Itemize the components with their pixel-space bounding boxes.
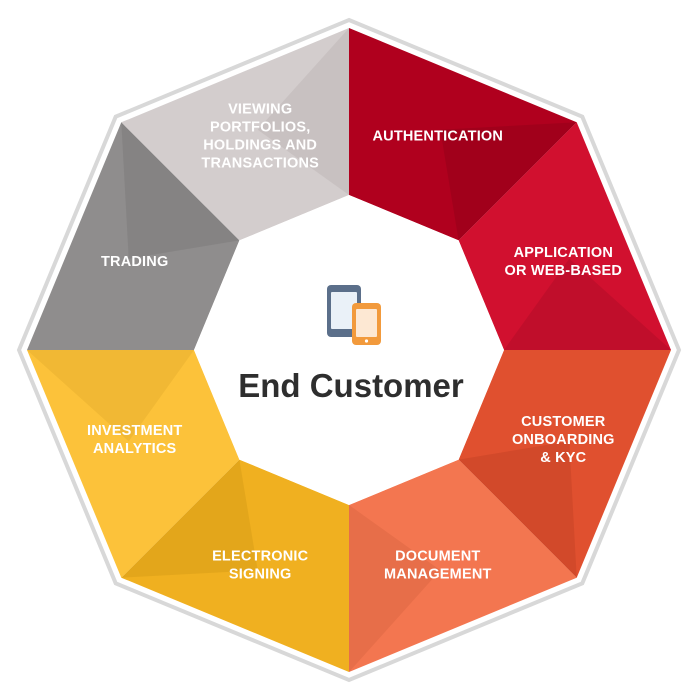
segment-label-analytics: INVESTMENT ANALYTICS — [87, 423, 182, 457]
segment-onboarding-shade — [458, 441, 577, 578]
segment-onboarding — [458, 350, 671, 578]
segment-label-line: CUSTOMER — [521, 414, 606, 430]
segment-trading — [27, 122, 240, 350]
segment-application-shade — [504, 258, 671, 350]
segment-viewing — [121, 28, 349, 241]
segment-label-viewing: VIEWING PORTFOLIOS, HOLDINGS AND TRANSACTIO… — [201, 102, 319, 172]
segment-label-line: ANALYTICS — [93, 441, 177, 457]
segment-authentication-shade — [440, 122, 577, 241]
segment-label-line: ONBOARDING — [512, 432, 615, 448]
segment-viewing-shade — [257, 28, 349, 195]
segment-label-line: AUTHENTICATION — [372, 129, 503, 145]
segment-application — [458, 122, 671, 350]
segment-label-line: HOLDINGS AND — [203, 138, 317, 154]
segment-document-shade — [349, 505, 441, 672]
segment-label-line: TRANSACTIONS — [201, 156, 319, 172]
mobile-devices-icon — [327, 285, 381, 345]
segment-label-onboarding: CUSTOMER ONBOARDING & KYC — [512, 414, 615, 466]
segment-viewing-fill — [121, 28, 349, 241]
segment-signing — [121, 459, 349, 672]
segment-label-line: TRADING — [101, 254, 168, 270]
segment-label-line: INVESTMENT — [87, 423, 182, 439]
segment-label-line: SIGNING — [229, 566, 292, 582]
segment-analytics — [27, 350, 240, 578]
segment-analytics-shade — [27, 350, 194, 442]
segment-trading-shade — [121, 122, 240, 259]
segment-label-application: APPLICATION OR WEB-BASED — [505, 245, 623, 279]
segment-label-document: DOCUMENT MANAGEMENT — [384, 548, 492, 582]
segment-label-line: DOCUMENT — [395, 548, 480, 564]
segment-label-authentication: AUTHENTICATION — [372, 129, 503, 145]
segment-document-fill — [349, 459, 577, 672]
segment-label-line: VIEWING — [228, 102, 292, 118]
segment-application-fill — [458, 122, 671, 350]
segment-document — [349, 459, 577, 672]
segment-signing-shade — [121, 459, 258, 578]
segment-label-line: OR WEB-BASED — [505, 263, 623, 279]
segment-label-line: PORTFOLIOS, — [210, 120, 310, 136]
center-title: End Customer — [238, 367, 464, 404]
segment-label-trading: TRADING — [101, 254, 168, 270]
segment-label-signing: ELECTRONIC SIGNING — [212, 548, 309, 582]
segment-analytics-fill — [27, 350, 240, 578]
segment-label-line: ELECTRONIC — [212, 548, 309, 564]
segment-label-line: APPLICATION — [514, 245, 613, 261]
segment-label-line: & KYC — [540, 450, 586, 466]
center-octagon — [194, 195, 504, 505]
segment-authentication — [349, 28, 577, 241]
segment-label-line: MANAGEMENT — [384, 566, 492, 582]
